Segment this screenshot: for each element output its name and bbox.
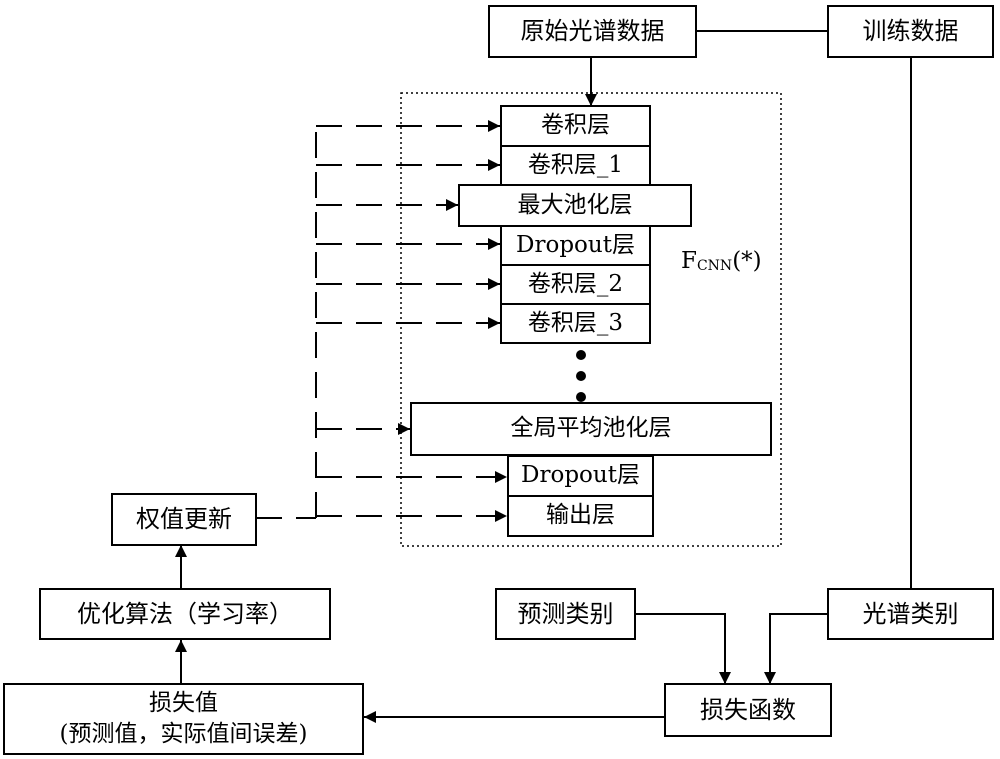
loss-value-title: 损失值	[149, 689, 218, 716]
layer-output: 输出层	[507, 495, 654, 537]
arrow-predicted-to-loss	[635, 613, 731, 684]
spectral-class-box: 光谱类别	[827, 588, 994, 640]
loss-function-box: 损失函数	[664, 683, 832, 737]
weight-update-feedback	[256, 120, 507, 522]
layer-dropout-2: Dropout层	[507, 455, 654, 497]
layer-conv-3: 卷积层_3	[500, 303, 651, 344]
loss-value-subtitle: (预测值，实际值间误差)	[59, 721, 308, 747]
training-data-box: 训练数据	[827, 5, 994, 58]
layer-conv-1: 卷积层_1	[500, 145, 651, 186]
raw-spectra-box: 原始光谱数据	[488, 5, 697, 58]
loss-value-box: 损失值 (预测值，实际值间误差)	[3, 683, 364, 755]
ellipsis-dots	[576, 350, 586, 402]
layer-conv: 卷积层	[500, 105, 651, 147]
predicted-class-box: 预测类别	[495, 588, 636, 640]
layer-conv-2: 卷积层_2	[500, 264, 651, 305]
optimizer-box: 优化算法（学习率）	[39, 588, 331, 640]
arrow-spectral-to-loss	[764, 613, 829, 684]
layer-dropout-1: Dropout层	[500, 225, 651, 266]
layer-global-avg-pool: 全局平均池化层	[410, 402, 772, 456]
fcnn-label: FCNN(*)	[681, 248, 762, 274]
layer-max-pool: 最大池化层	[458, 184, 692, 227]
weight-update-box: 权值更新	[111, 493, 257, 546]
